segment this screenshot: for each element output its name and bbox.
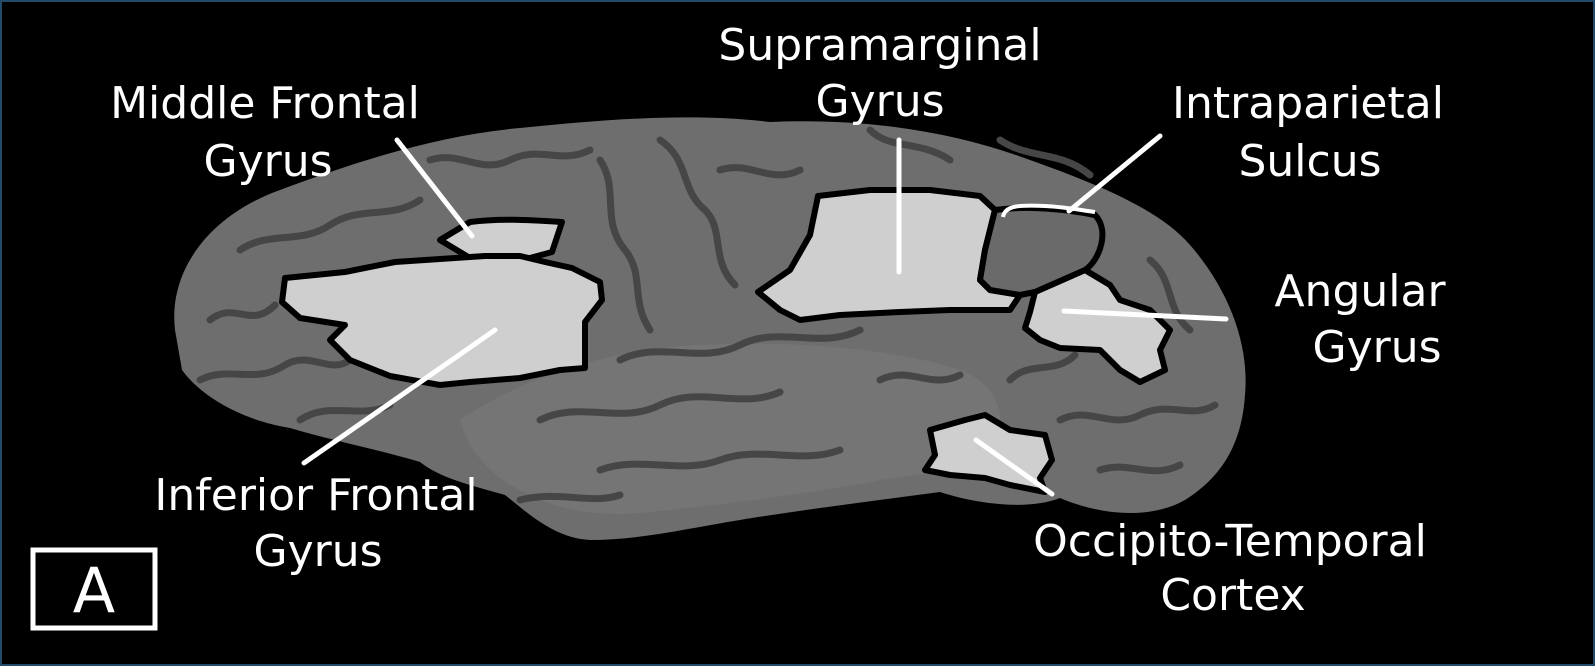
label-middle-frontal-line2: Gyrus: [203, 136, 332, 187]
label-intraparietal-line1: Intraparietal: [1172, 78, 1444, 129]
label-intraparietal-line2: Sulcus: [1238, 136, 1381, 187]
label-supramarginal-line2: Gyrus: [815, 76, 944, 127]
label-angular-line1: Angular: [1274, 266, 1446, 317]
panel-label-letter: A: [73, 554, 115, 627]
label-occipito-temporal-line1: Occipito-Temporal: [1033, 516, 1427, 567]
label-middle-frontal-line1: Middle Frontal: [110, 78, 420, 129]
label-inferior-frontal-line1: Inferior Frontal: [154, 470, 477, 521]
label-inferior-frontal-line2: Gyrus: [253, 526, 382, 577]
label-occipito-temporal-line2: Cortex: [1160, 570, 1305, 621]
label-supramarginal-line1: Supramarginal: [718, 20, 1041, 71]
label-angular-line2: Gyrus: [1312, 322, 1441, 373]
